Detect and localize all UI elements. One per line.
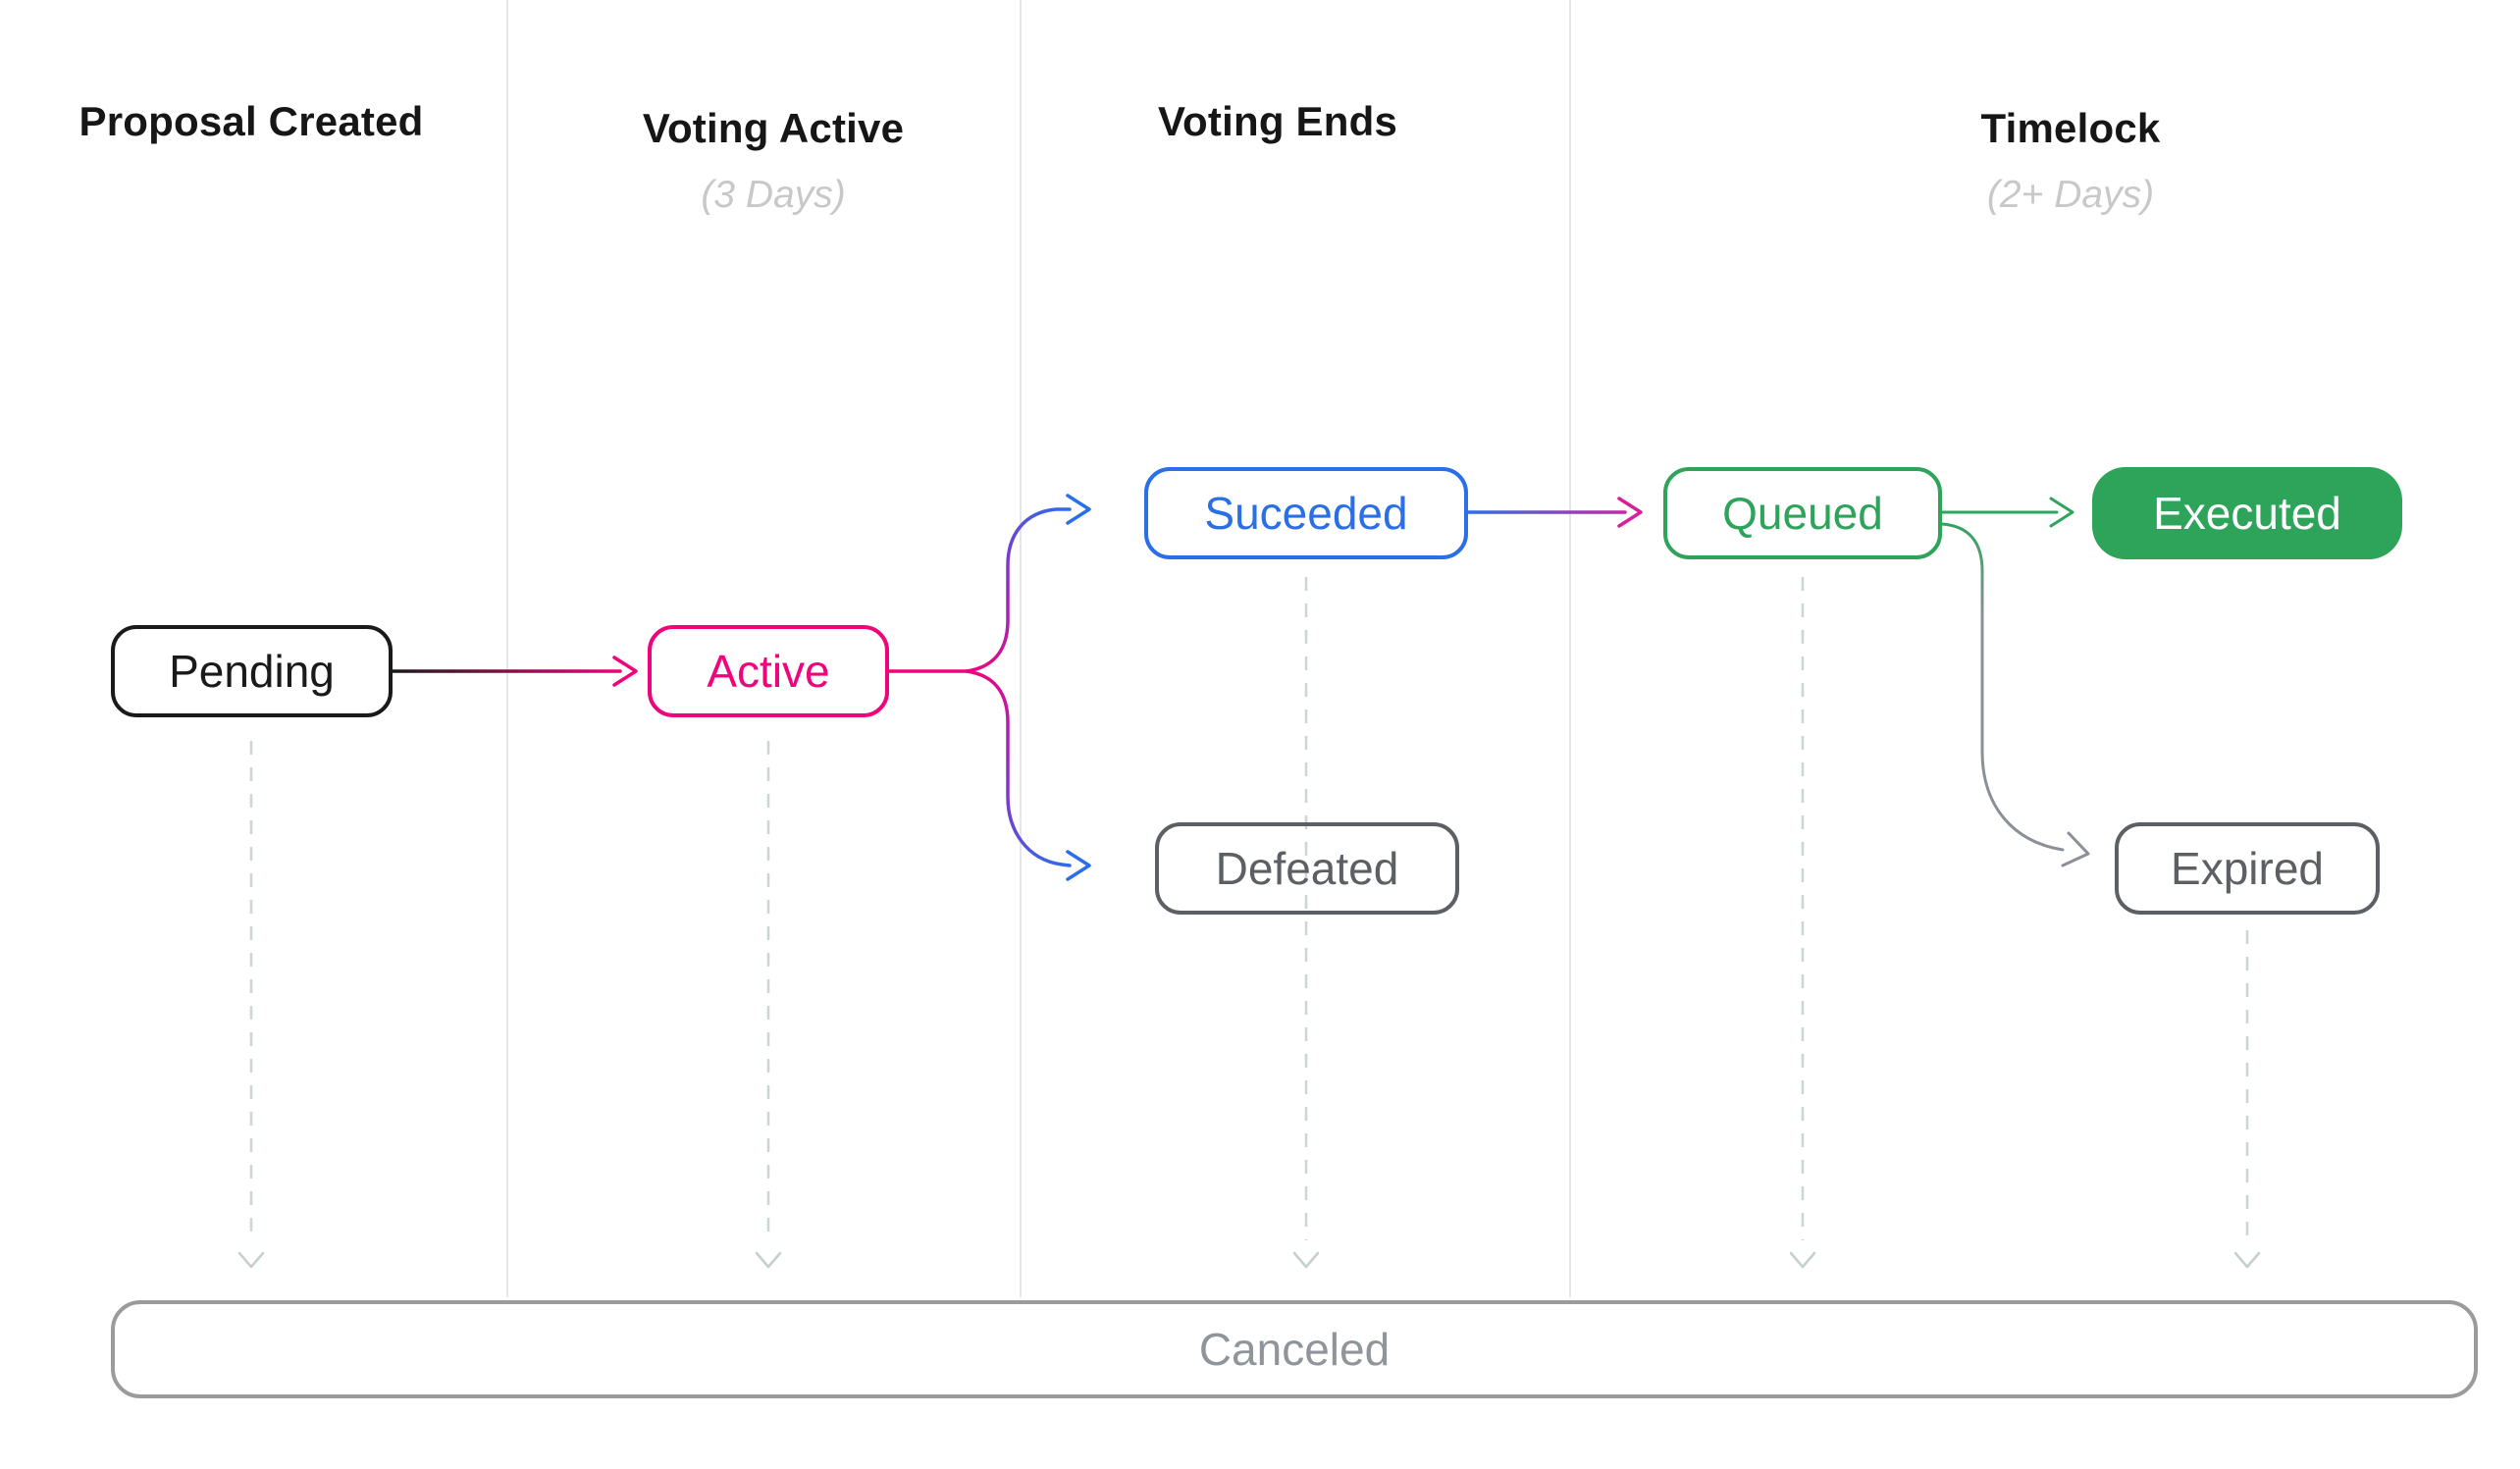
fork-branch-to-defeated <box>965 669 1072 867</box>
state-node-executed: Executed <box>2092 467 2402 559</box>
arrow-down-icon <box>755 1251 782 1269</box>
arrow-succeeded-to-queued <box>1466 497 1643 528</box>
state-node-active: Active <box>648 625 889 717</box>
arrow-queued-to-expired <box>1940 522 2090 867</box>
column-subtitle: (3 Days) <box>701 174 846 216</box>
column-title: Voting Active <box>642 105 905 151</box>
arrow-right-icon <box>612 656 638 687</box>
column-header-timelock: Timelock (2+ Days) <box>1981 105 2161 217</box>
arrow-right-icon <box>2049 497 2074 528</box>
state-node-queued: Queued <box>1663 467 1942 559</box>
column-header-proposal-created: Proposal Created <box>79 98 424 167</box>
arrow-right-icon <box>2061 831 2090 867</box>
state-node-pending: Pending <box>111 625 393 717</box>
column-title: Voting Ends <box>1157 98 1398 144</box>
state-node-canceled: Canceled <box>111 1300 2478 1398</box>
column-header-voting-ends: Voting Ends <box>1158 98 1397 167</box>
arrow-right-icon <box>1066 850 1091 881</box>
column-subtitle: (2+ Days) <box>1986 174 2155 216</box>
fork-branch-to-succeeded <box>965 507 1072 673</box>
column-dividers <box>506 0 1571 1297</box>
arrow-pending-to-active <box>391 656 638 687</box>
arrow-down-icon <box>237 1251 265 1269</box>
column-header-voting-active: Voting Active (3 Days) <box>643 105 904 217</box>
cancel-arrowheads <box>237 1251 2261 1269</box>
column-title: Timelock <box>1980 105 2161 151</box>
state-node-expired: Expired <box>2115 822 2380 915</box>
arrow-active-fork <box>887 494 1091 881</box>
state-node-defeated: Defeated <box>1155 822 1459 915</box>
arrow-down-icon <box>1292 1251 1320 1269</box>
arrow-down-icon <box>1789 1251 1816 1269</box>
cancel-dashed-connectors <box>249 577 2249 1240</box>
arrow-down-icon <box>2233 1251 2261 1269</box>
arrow-right-icon <box>1066 494 1091 525</box>
arrow-right-icon <box>1617 497 1643 528</box>
arrow-queued-to-executed <box>1940 497 2074 528</box>
column-title: Proposal Created <box>79 98 424 144</box>
state-node-succeeded: Suceeded <box>1144 467 1468 559</box>
